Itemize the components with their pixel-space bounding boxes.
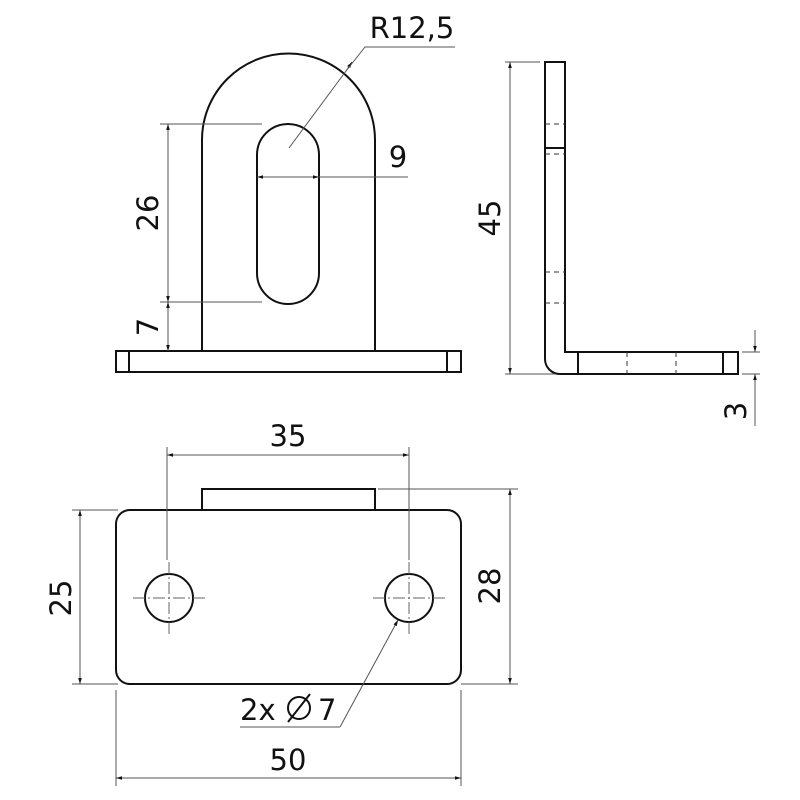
dim-hole-count: 2x [240, 693, 276, 727]
slot [256, 123, 320, 305]
dim-overall-depth: 28 [473, 568, 507, 605]
dim-slot-length: 26 [131, 195, 165, 232]
dim-height: 45 [473, 200, 507, 237]
dim-plate-width: 50 [270, 743, 307, 777]
dim-thickness: 3 [719, 402, 753, 420]
dim-hole-diameter: 7 [318, 693, 336, 727]
diameter-icon [287, 693, 311, 723]
dim-slot-offset: 7 [131, 318, 165, 336]
side-view: 45 3 [473, 61, 760, 426]
front-view: 26 7 9 R12,5 [115, 11, 462, 373]
dim-plate-depth: 25 [44, 580, 78, 617]
top-view: 35 25 28 50 2x 7 [44, 419, 518, 786]
dim-hole-spacing: 35 [270, 419, 307, 453]
dim-radius: R12,5 [370, 11, 455, 45]
dim-slot-width: 9 [389, 140, 407, 174]
